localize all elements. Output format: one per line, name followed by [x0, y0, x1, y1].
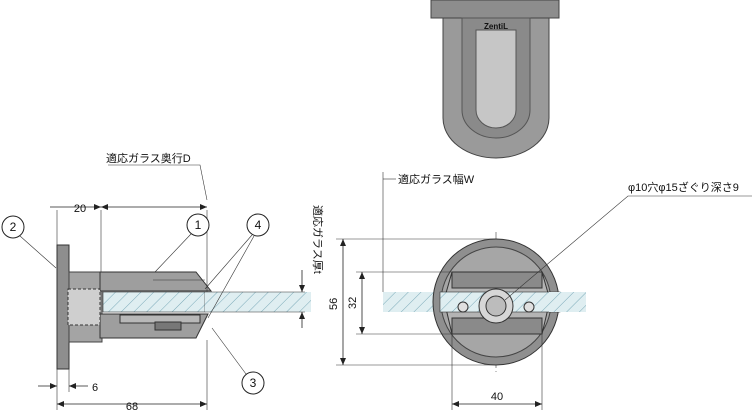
balloon-2: 2: [1, 215, 57, 269]
set-screw-right: [523, 301, 535, 313]
dim-40: 40: [491, 391, 503, 403]
glass-section-side: [102, 291, 206, 313]
label-glass-width: 適応ガラス幅W: [398, 172, 475, 186]
dim-20: 20: [74, 203, 86, 215]
front-clamp-top: [451, 271, 543, 289]
label-glass-thickness: 適応ガラス厚t: [311, 205, 325, 274]
set-screw-left: [457, 301, 469, 313]
balloon-3: 3: [211, 327, 265, 395]
label-hole-note: φ10穴φ15ざぐり深さ9: [628, 180, 739, 194]
wall-flange: [56, 244, 70, 370]
glass-extension-front: [549, 292, 586, 312]
upper-jaw: [99, 271, 213, 292]
balloon-1: 1: [154, 213, 210, 273]
glass-extension-side: [205, 292, 311, 312]
dim-6: 6: [92, 382, 98, 394]
through-hole: [485, 295, 507, 317]
leader-depth: [108, 164, 208, 201]
leader-hole: [504, 195, 752, 301]
dim-68: 68: [126, 401, 138, 411]
front-view: 適応ガラス幅W φ10穴φ15ざぐり深さ9 56 32 40: [328, 172, 752, 410]
top-view: ZentiL: [430, 0, 560, 159]
balloon-4: 4: [204, 213, 270, 319]
svg-text:4: 4: [255, 218, 262, 232]
svg-text:2: 2: [10, 220, 17, 234]
dim-32: 32: [347, 297, 359, 309]
top-body-inner: [475, 29, 517, 129]
screw-hidden: [67, 288, 101, 326]
dim-56: 56: [328, 298, 340, 310]
logo-text: ZentiL: [484, 22, 508, 31]
svg-text:3: 3: [250, 376, 257, 390]
svg-text:1: 1: [195, 218, 202, 232]
label-glass-depth: 適応ガラス奥行D: [106, 151, 191, 165]
set-screw-head: [154, 321, 182, 331]
side-view: 20 適応ガラス奥行D 6 68 適応ガラス厚t 2 1 4: [1, 151, 325, 411]
top-flange: [430, 0, 560, 19]
